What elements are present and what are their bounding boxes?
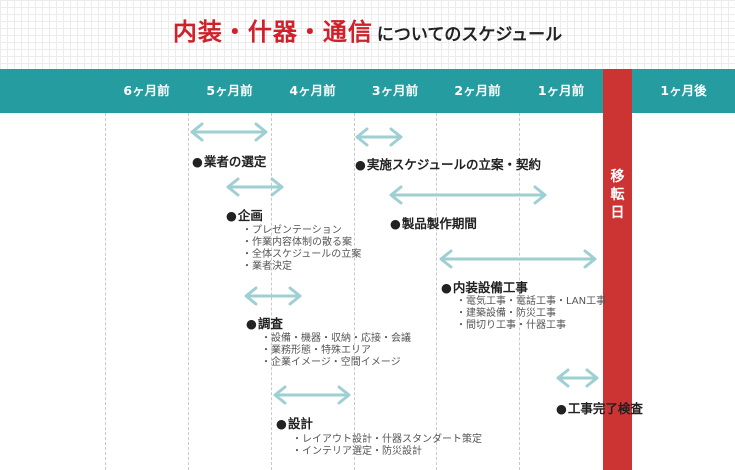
month-label-6-before: 6ヶ月前 bbox=[123, 83, 170, 98]
title-sub: についてのスケジュール bbox=[376, 25, 563, 45]
span-arrow-production bbox=[389, 185, 547, 205]
span-arrow-interior-work bbox=[439, 249, 597, 269]
grid-background bbox=[0, 0, 735, 70]
month-divider bbox=[436, 113, 437, 470]
page-title: 内装・什器・通信についてのスケジュール bbox=[0, 12, 735, 47]
task-planning: ●企画 bbox=[226, 208, 263, 223]
task-interior-work-details: 電気工事・電話工事・LAN工事建築設備・防災工事間切り工事・什器工事 bbox=[456, 296, 606, 332]
move-day-label: 移転日 bbox=[610, 169, 625, 221]
month-label-2-before: 2ヶ月前 bbox=[454, 83, 501, 98]
month-label-4-before: 4ヶ月前 bbox=[289, 83, 336, 98]
task-production: ●製品製作期間 bbox=[390, 216, 477, 231]
span-arrow-survey bbox=[244, 286, 302, 306]
move-day-bar bbox=[603, 69, 632, 470]
task-implementation-plan: ●実施スケジュールの立案・契約 bbox=[355, 157, 542, 172]
task-survey-details: 設備・機器・収納・応接・会議業務形態・特殊エリア企業イメージ・空間イメージ bbox=[261, 333, 411, 369]
task-design: ●設計 bbox=[276, 416, 313, 431]
month-divider bbox=[519, 113, 520, 470]
span-arrow-design bbox=[273, 385, 351, 405]
month-label-3-before: 3ヶ月前 bbox=[371, 83, 419, 98]
title-main: 内装・什器・通信 bbox=[172, 18, 373, 46]
task-survey: ●調査 bbox=[246, 316, 283, 331]
month-divider bbox=[271, 113, 272, 470]
month-divider bbox=[188, 113, 189, 470]
task-vendor-selection: ●業者の選定 bbox=[192, 154, 267, 169]
month-divider bbox=[105, 113, 106, 470]
span-arrow-planning bbox=[226, 177, 284, 197]
span-arrow-vendor-selection bbox=[190, 122, 268, 142]
span-arrow-implementation-plan bbox=[355, 127, 403, 147]
task-planning-details: プレゼンテーション作業内容体制の散る案全体スケジュールの立案業者決定 bbox=[242, 225, 361, 273]
task-design-details: レイアウト設計・什器スタンダート策定インテリア選定・防災設計 bbox=[292, 434, 482, 458]
task-inspection: ●工事完了検査 bbox=[556, 401, 643, 416]
span-arrow-inspection bbox=[556, 368, 599, 388]
month-label-5-before: 5ヶ月前 bbox=[206, 83, 253, 98]
month-divider bbox=[354, 113, 355, 470]
month-label-1-before: 1ヶ月前 bbox=[537, 83, 585, 98]
month-label-1-after: 1ヶ月後 bbox=[660, 83, 707, 98]
task-interior-work: ●内装設備工事 bbox=[441, 280, 528, 295]
